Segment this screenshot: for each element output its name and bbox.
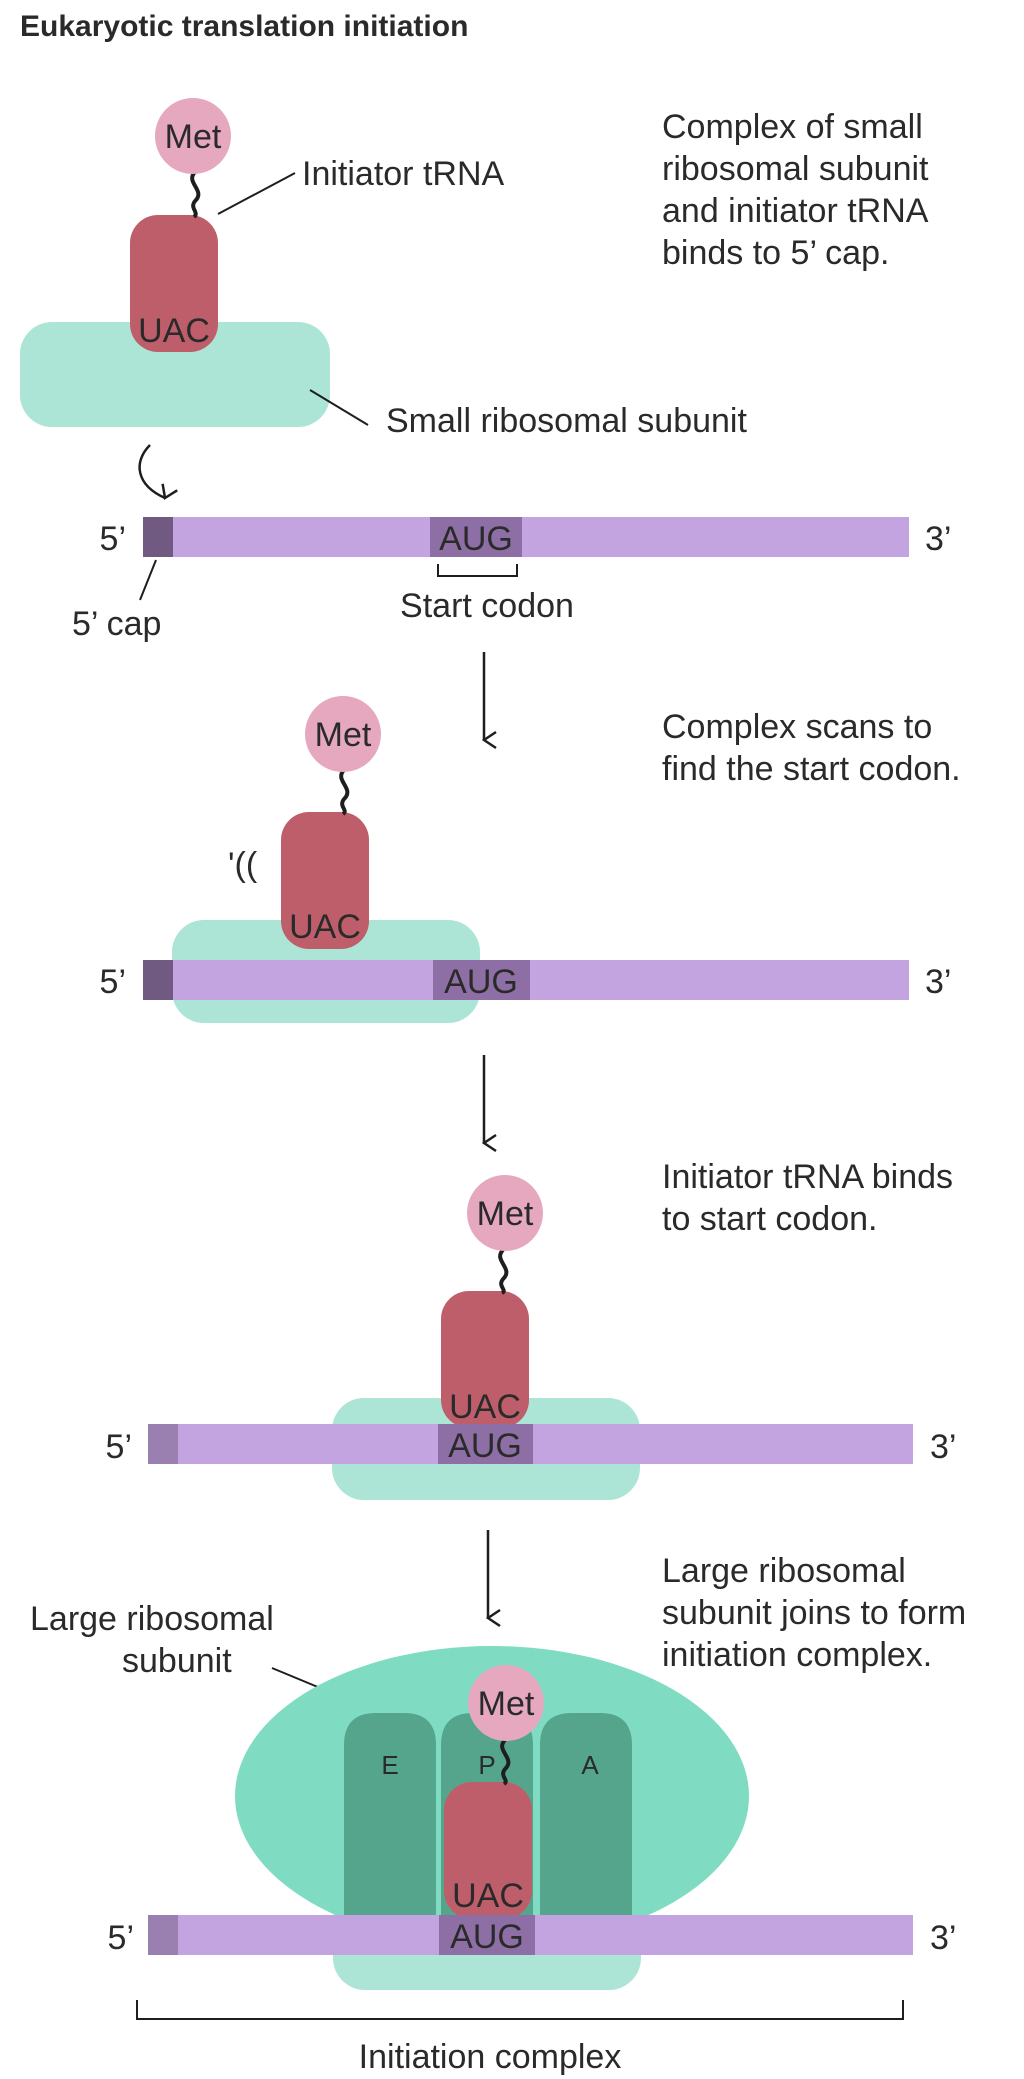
met-label: Met [478, 1685, 535, 1723]
small-ribosomal-subunit [20, 322, 330, 427]
step-4: Large ribosomal subunit joins to form in… [30, 1552, 966, 2076]
five-prime-cap-label: 5’ cap [72, 605, 161, 643]
amino-acid-linker [339, 768, 350, 816]
step-1-caption-line-3: and initiator tRNA [662, 192, 929, 230]
cap-leader-line [139, 559, 157, 601]
step-1: Complex of small ribosomal subunit and i… [20, 98, 951, 643]
a-site-label: A [581, 1750, 599, 1780]
start-codon-label: Start codon [400, 587, 574, 625]
five-prime-cap [148, 1424, 178, 1464]
step-4-caption-line-2: subunit joins to form [662, 1594, 966, 1632]
step-3: Initiator tRNA binds to start codon. UAC… [106, 1158, 956, 1500]
start-codon-bracket [437, 564, 518, 577]
step-2-caption-line-2: find the start codon. [662, 750, 961, 788]
five-prime-cap [148, 1915, 178, 1955]
met-label: Met [165, 118, 222, 156]
met-label: Met [477, 1195, 534, 1233]
mrna-5-prime-label: 5’ [108, 1919, 134, 1957]
large-subunit-label-line-1: Large ribosomal [30, 1600, 274, 1638]
codon-label: AUG [439, 520, 513, 558]
met-amino-acid [467, 1175, 543, 1251]
binding-arrow [138, 444, 165, 498]
e-site [344, 1713, 436, 1915]
step-1-caption: Complex of small ribosomal subunit and i… [662, 108, 929, 272]
mrna-3-prime-label: 3’ [930, 1428, 956, 1466]
start-codon-box [433, 960, 530, 1000]
step-3-caption: Initiator tRNA binds to start codon. [662, 1158, 953, 1238]
initiator-trna [444, 1782, 532, 1919]
amino-acid-linker [498, 1248, 509, 1295]
step-4-caption: Large ribosomal subunit joins to form in… [662, 1552, 966, 1674]
step-2: Complex scans to find the start codon. U… [100, 696, 961, 1023]
start-codon-box [430, 517, 522, 557]
initiator-trna [441, 1291, 529, 1428]
p-site-label: P [478, 1750, 495, 1780]
codon-label: AUG [444, 963, 518, 1001]
five-prime-cap [143, 960, 173, 1000]
diagram-title: Eukaryotic translation initiation [20, 10, 468, 43]
mrna-5-prime-label: 5’ [106, 1428, 132, 1466]
anticodon-label: UAC [452, 1877, 524, 1915]
five-prime-cap [143, 517, 173, 557]
initiator-trna [130, 215, 218, 352]
step-1-caption-line-1: Complex of small [662, 108, 923, 146]
step-3-caption-line-1: Initiator tRNA binds [662, 1158, 953, 1196]
met-amino-acid [305, 696, 381, 772]
codon-label: AUG [448, 1427, 522, 1465]
mrna-3-prime-label: 3’ [925, 963, 951, 1001]
step-1-caption-line-2: ribosomal subunit [662, 150, 929, 188]
met-amino-acid [155, 98, 231, 174]
initiation-complex-label: Initiation complex [359, 2038, 622, 2076]
large-subunit-leader-line [271, 1667, 326, 1691]
start-codon-box [438, 1424, 533, 1464]
small-subunit-leader-line [309, 389, 369, 426]
anticodon-label: UAC [138, 312, 210, 350]
met-amino-acid [468, 1665, 544, 1741]
initiation-complex-bracket [136, 2000, 904, 2020]
mrna-5-prime-label: 5’ [100, 963, 126, 1001]
initiator-trna-leader-line [217, 172, 296, 215]
step-1-caption-line-4: binds to 5’ cap. [662, 234, 889, 272]
amino-acid-linker [500, 1738, 511, 1786]
step-4-caption-line-3: initiation complex. [662, 1636, 932, 1674]
mrna-strand [143, 517, 909, 557]
start-codon-box [439, 1915, 535, 1955]
initiator-trna-label: Initiator tRNA [302, 155, 504, 193]
e-site-label: E [381, 1750, 398, 1780]
mrna-3-prime-label: 3’ [925, 520, 951, 558]
large-subunit-label-line-2: subunit [122, 1642, 232, 1680]
step-2-caption: Complex scans to find the start codon. [662, 708, 961, 788]
scanning-motion-marks: '(( [228, 846, 258, 884]
anticodon-label: UAC [289, 908, 361, 946]
initiator-trna [281, 812, 369, 949]
codon-label: AUG [450, 1918, 524, 1956]
small-subunit-label: Small ribosomal subunit [386, 402, 747, 440]
met-label: Met [315, 716, 372, 754]
step-4-caption-line-1: Large ribosomal [662, 1552, 906, 1590]
mrna-3-prime-label: 3’ [930, 1919, 956, 1957]
amino-acid-linker [190, 170, 201, 219]
anticodon-label: UAC [449, 1388, 521, 1426]
step-3-caption-line-2: to start codon. [662, 1200, 877, 1238]
step-2-caption-line-1: Complex scans to [662, 708, 932, 746]
a-site [540, 1713, 632, 1915]
mrna-5-prime-label: 5’ [100, 520, 126, 558]
